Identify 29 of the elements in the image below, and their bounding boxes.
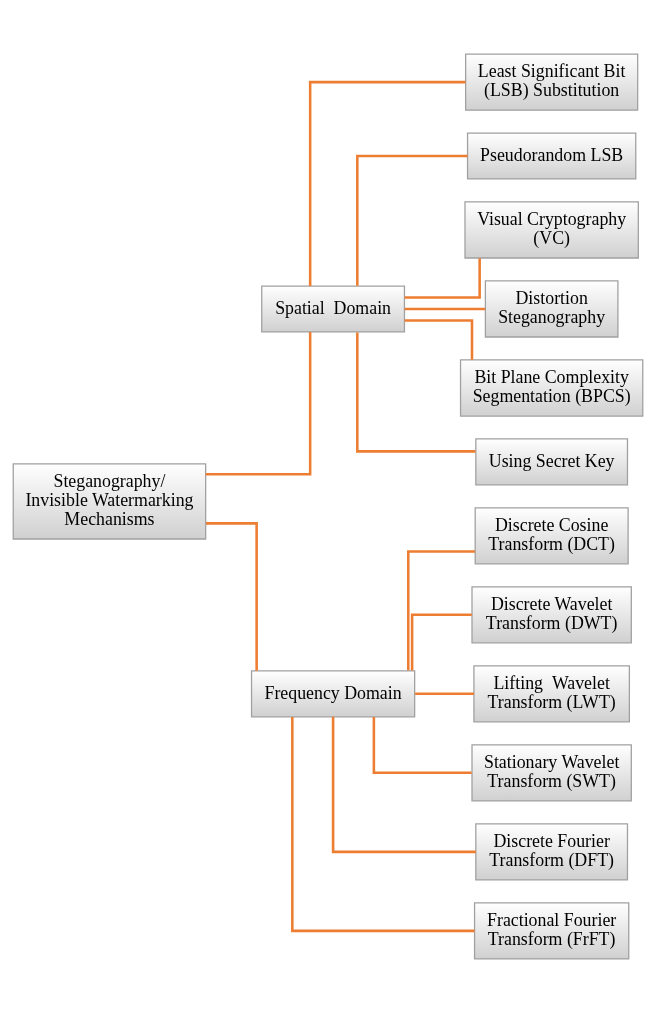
node-box: Discrete Fourier Transform (DFT)	[475, 822, 629, 881]
connector	[356, 154, 468, 286]
node-box: Pseudorandom LSB	[466, 131, 637, 180]
connector	[404, 307, 486, 310]
connector	[331, 716, 476, 853]
node-box: Distortion Steganography	[484, 279, 619, 338]
node-box: Spatial Domain	[261, 284, 406, 333]
connector	[410, 613, 472, 671]
node-box: Discrete Cosine Transform (DCT)	[474, 506, 629, 564]
node-box: Least Significant Bit (LSB) Substitution	[465, 52, 639, 111]
node-box: Using Secret Key	[475, 437, 629, 485]
connector	[205, 331, 312, 476]
connector	[372, 716, 472, 774]
node-box: Discrete Wavelet Transform (DWT)	[471, 585, 632, 643]
connector	[291, 716, 475, 932]
node-box: Stationary Wavelet Transform (SWT)	[471, 743, 632, 801]
connector	[206, 521, 258, 671]
node-box: Steganography/ Invisible Watermarking Mechanisms	[12, 462, 207, 540]
node-box: Visual Cryptography (VC)	[464, 200, 639, 259]
connector	[407, 549, 475, 670]
connector	[404, 257, 481, 299]
connector	[308, 80, 466, 286]
node-box: Frequency Domain	[250, 669, 416, 717]
node-box: Bit Plane Complexity Segmentation (BPCS)	[459, 358, 644, 417]
connector	[415, 692, 474, 695]
node-box: Fractional Fourier Transform (FrFT)	[473, 901, 630, 960]
connector	[356, 332, 476, 453]
connector	[404, 318, 474, 360]
node-box: Lifting Wavelet Transform (LWT)	[473, 664, 631, 722]
